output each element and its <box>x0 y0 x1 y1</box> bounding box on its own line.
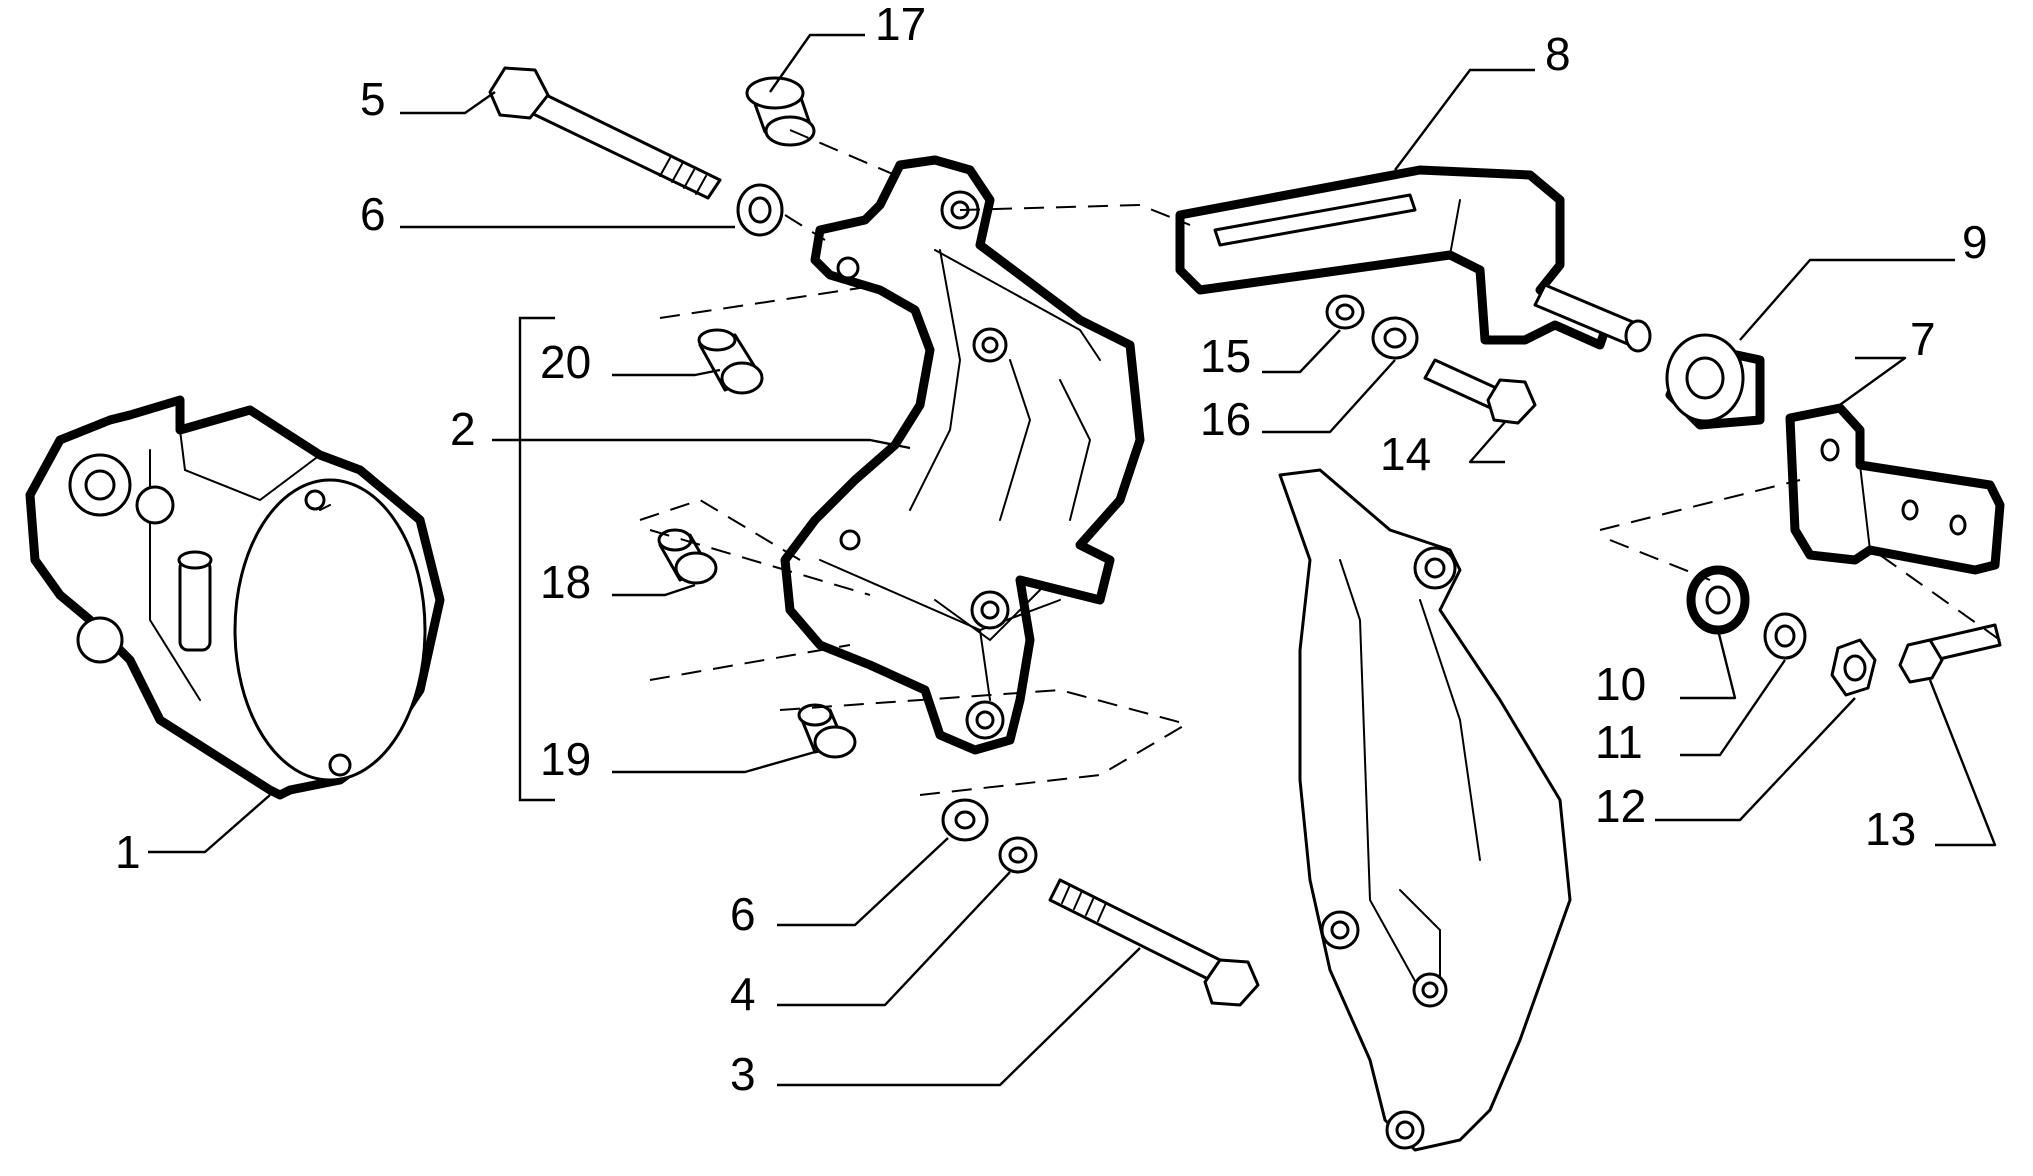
part-8-slotted-plate <box>1175 165 1652 353</box>
part-4-spring-washer <box>998 836 1038 874</box>
callout-16: 16 <box>1200 393 1251 445</box>
part-7-angle-plate <box>1785 403 2005 575</box>
part-14-bolt <box>1423 358 1537 425</box>
part-9-spacer <box>1665 333 1765 430</box>
callout-4: 4 <box>730 968 756 1020</box>
part-11-spring-washer <box>1763 612 1807 660</box>
group-bracket <box>518 316 555 802</box>
part-1-pump <box>25 395 445 800</box>
callout-8: 8 <box>1545 28 1571 80</box>
part-6-washer-top <box>736 183 784 237</box>
engine-mount-bracket <box>1278 468 1572 1152</box>
callout-15: 15 <box>1200 330 1251 382</box>
callout-6-bottom: 6 <box>730 888 756 940</box>
part-10-washer <box>1686 565 1750 635</box>
callout-9: 9 <box>1962 216 1988 268</box>
part-20-bushing <box>697 328 764 395</box>
callout-14: 14 <box>1380 428 1431 480</box>
callout-labels: 1 2 3 4 5 6 6 7 8 9 10 11 12 13 14 15 16… <box>115 0 1988 1100</box>
callout-2: 2 <box>450 403 476 455</box>
callout-17: 17 <box>875 0 926 50</box>
callout-1: 1 <box>115 826 141 878</box>
part-18-bushing <box>657 528 718 585</box>
callout-12: 12 <box>1595 780 1646 832</box>
part-5-bolt <box>488 66 722 200</box>
leader-lines <box>148 33 1997 1087</box>
part-16-spacer <box>1371 316 1419 360</box>
part-15-washer <box>1325 294 1365 330</box>
callout-6-top: 6 <box>360 188 386 240</box>
callout-10: 10 <box>1595 658 1646 710</box>
part-12-nut <box>1830 638 1877 697</box>
alignment-lines <box>639 129 2001 796</box>
callout-18: 18 <box>540 556 591 608</box>
part-19-bushing <box>797 703 857 759</box>
callout-5: 5 <box>360 73 386 125</box>
callout-3: 3 <box>730 1048 756 1100</box>
part-13-bolt <box>1898 623 2002 684</box>
callout-11: 11 <box>1595 716 1643 768</box>
part-3-bolt <box>1048 878 1260 1007</box>
callout-13: 13 <box>1865 803 1916 855</box>
callout-20: 20 <box>540 336 591 388</box>
part-6-washer-bottom <box>941 798 989 842</box>
part-2-bracket <box>780 155 1145 755</box>
callout-7: 7 <box>1910 313 1936 365</box>
callout-19: 19 <box>540 733 591 785</box>
